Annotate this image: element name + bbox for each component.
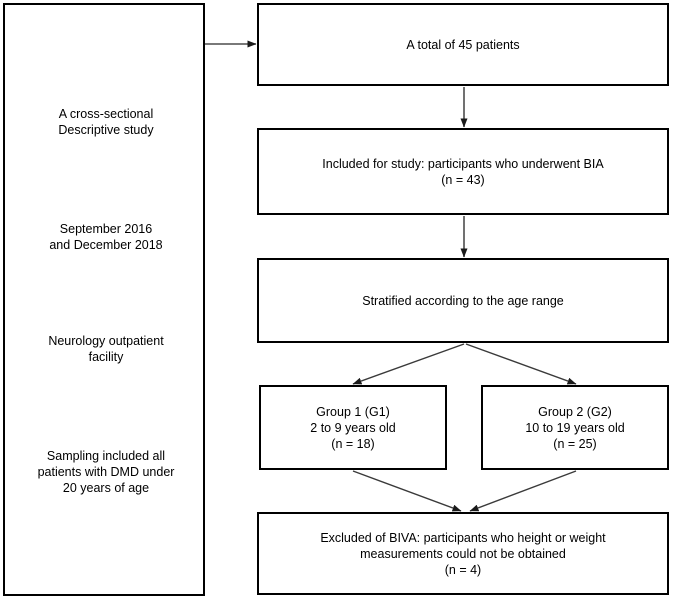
context-note-setting: Neurology outpatient facility [48,334,164,364]
node-group-1-label: Group 1 (G1) 2 to 9 years old (n = 18) [310,404,396,451]
node-included-for-study-label: Included for study: participants who und… [322,156,604,187]
context-note-sampling: Sampling included all patients with DMD … [37,449,175,495]
node-group-1: Group 1 (G1) 2 to 9 years old (n = 18) [259,385,447,470]
study-context-panel: A cross-sectional Descriptive study Sept… [3,3,205,596]
edge-group1-to-excluded [352,470,462,512]
node-stratified-by-age-label: Stratified according to the age range [362,293,564,308]
node-group-2: Group 2 (G2) 10 to 19 years old (n = 25) [481,385,669,470]
node-excluded-biva: Excluded of BIVA: participants who heigh… [257,512,669,595]
node-included-for-study: Included for study: participants who und… [257,128,669,215]
edge-stratified-to-group1 [352,343,465,385]
node-stratified-by-age: Stratified according to the age range [257,258,669,343]
context-note-design: A cross-sectional Descriptive study [58,107,154,137]
edge-group2-to-excluded [469,470,577,512]
node-total-patients-label: A total of 45 patients [406,37,520,52]
context-note-period: September 2016 and December 2018 [49,222,163,252]
node-group-2-label: Group 2 (G2) 10 to 19 years old (n = 25) [525,404,625,451]
node-excluded-biva-label: Excluded of BIVA: participants who heigh… [320,530,606,577]
node-total-patients: A total of 45 patients [257,3,669,86]
edge-stratified-to-group2 [465,343,577,385]
